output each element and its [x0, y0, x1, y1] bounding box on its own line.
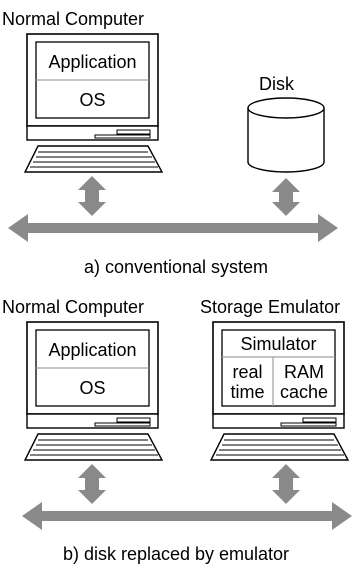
storage-emulator-label: Storage Emulator [200, 297, 340, 317]
connector-arrow-computer-b [78, 464, 106, 504]
computer-base-a [26, 125, 159, 141]
os-layer-b: OS [79, 378, 105, 398]
keyboard-a [23, 145, 164, 173]
real-time-line2: time [230, 382, 264, 402]
simulator-title: Simulator [240, 334, 316, 354]
emulator-keyboard [209, 433, 350, 461]
caption-a: a) conventional system [84, 257, 268, 277]
os-layer-a: OS [79, 90, 105, 110]
disk-label: Disk [259, 74, 295, 94]
bus-arrow-a [8, 214, 338, 242]
application-layer-a: Application [48, 52, 136, 72]
computer-base-b [26, 413, 159, 429]
monitor-a: Application OS [26, 33, 159, 127]
connector-arrow-emulator [272, 464, 300, 504]
real-time-line1: real [232, 362, 262, 382]
normal-computer-label-b: Normal Computer [2, 297, 144, 317]
application-layer-b: Application [48, 340, 136, 360]
disk-icon [247, 97, 325, 173]
connector-arrow-computer-a [78, 176, 106, 216]
keyboard-b [23, 433, 164, 461]
diagram-a: Normal Computer Application OS Disk [2, 9, 338, 277]
bus-arrow-b [22, 502, 352, 530]
caption-b: b) disk replaced by emulator [63, 544, 289, 564]
connector-arrow-disk [272, 178, 300, 216]
emulator-monitor: Simulator real time RAM cache [212, 321, 345, 415]
normal-computer-label-a: Normal Computer [2, 9, 144, 29]
emulator-base [212, 413, 345, 429]
ram-cache-line2: cache [280, 382, 328, 402]
diagram-b: Normal Computer Application OS Storage E… [2, 297, 352, 564]
monitor-b: Application OS [26, 321, 159, 415]
ram-cache-line1: RAM [284, 362, 324, 382]
